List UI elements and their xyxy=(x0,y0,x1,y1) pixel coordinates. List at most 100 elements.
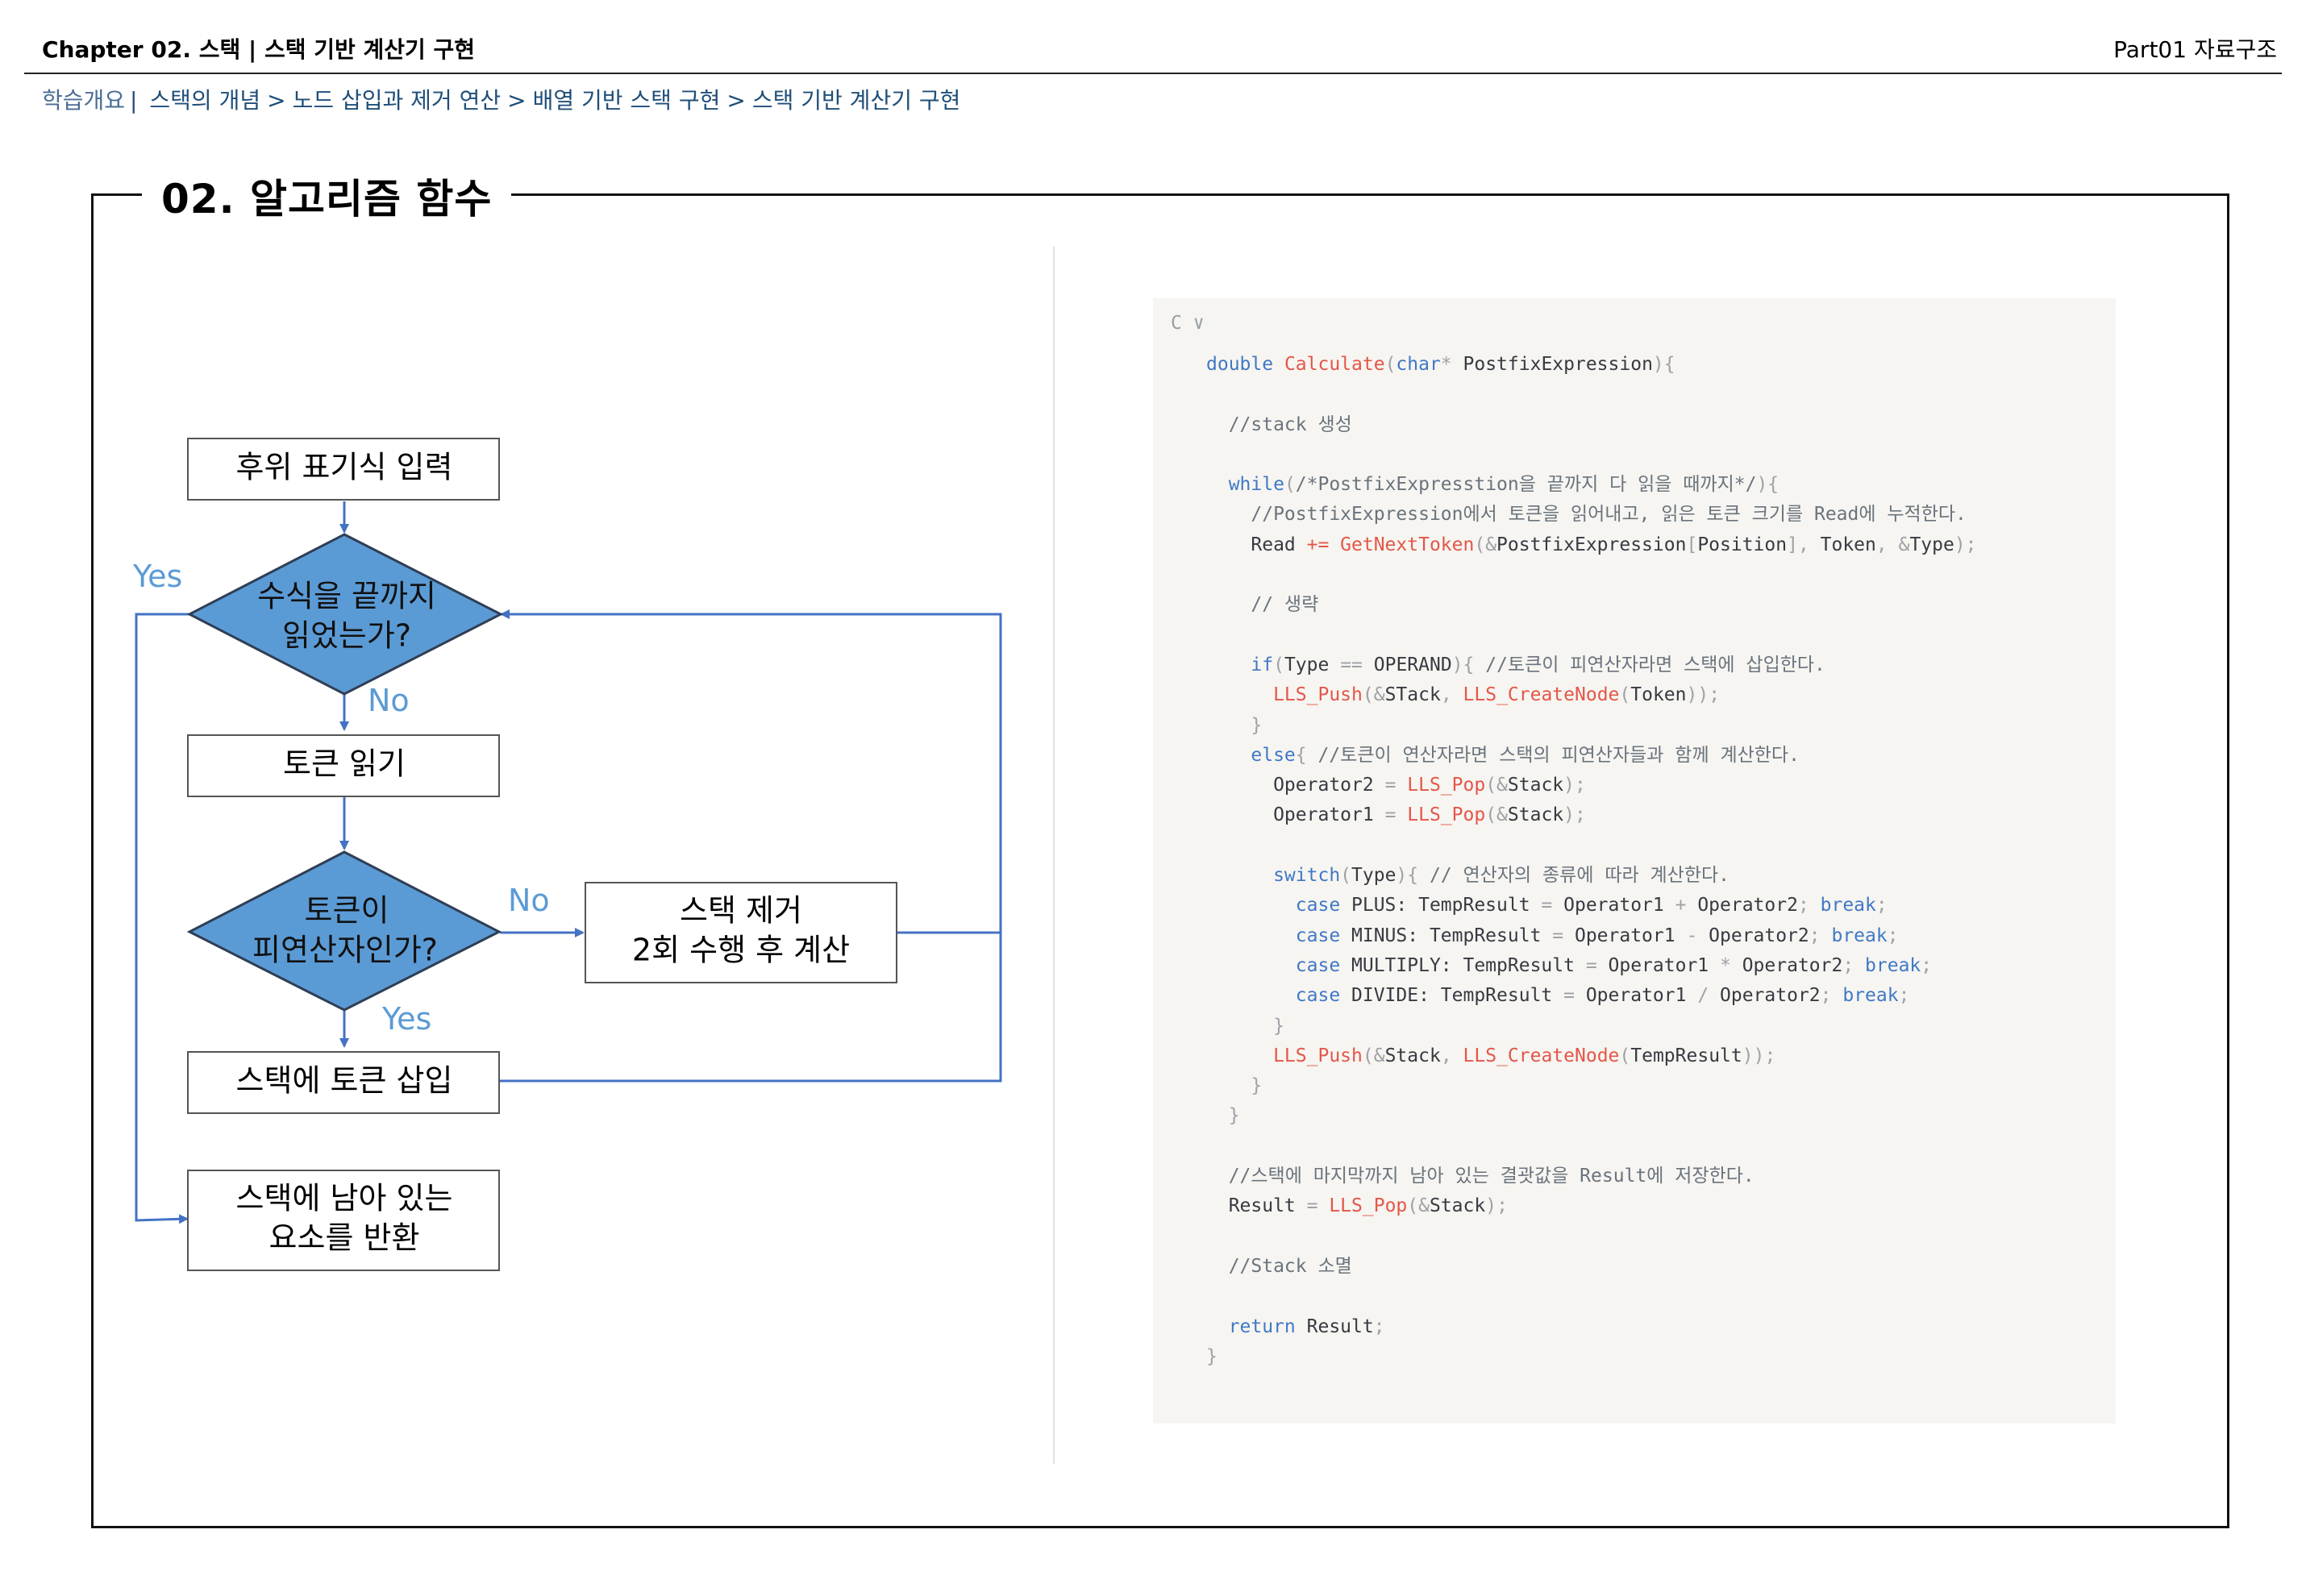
breadcrumb-arrow: > xyxy=(726,87,746,114)
code-listing: double Calculate(char* PostfixExpression… xyxy=(1206,350,1977,1372)
node-return-line1: 스택에 남아 있는 xyxy=(236,1181,453,1216)
code-token: ( xyxy=(1619,1045,1631,1066)
code-line: case DIVIDE: TempResult = Operator1 / Op… xyxy=(1206,981,1977,1011)
code-line: Read += GetNextToken(&PostfixExpression[… xyxy=(1206,530,1976,560)
code-token: Operator2 xyxy=(1697,895,1798,916)
breadcrumb-item-array-stack[interactable]: 배열 기반 스택 구현 xyxy=(532,87,721,114)
code-token: Read xyxy=(1206,534,1307,555)
code-token: ; xyxy=(1820,985,1843,1007)
code-token: (& xyxy=(1362,684,1385,706)
breadcrumb-arrow: > xyxy=(267,87,286,114)
breadcrumb-item-node-ops[interactable]: 노드 삽입과 제거 연산 xyxy=(292,87,502,114)
code-line xyxy=(1206,1282,1977,1311)
code-token: ( xyxy=(1384,354,1397,375)
code-token: break xyxy=(1820,895,1876,916)
code-token: ){ xyxy=(1652,354,1675,375)
label-no-operand: No xyxy=(508,883,550,918)
breadcrumb-item-calculator[interactable]: 스택 기반 계산기 구현 xyxy=(751,87,961,114)
code-token: - xyxy=(1686,925,1709,946)
code-line: Operator2 = LLS_Pop(&Stack); xyxy=(1206,771,1977,800)
breadcrumb-item-stack-concept[interactable]: 스택의 개념 xyxy=(149,87,261,114)
code-line xyxy=(1206,380,1977,409)
code-token: //PostfixExpression에서 토큰을 읽어내고, 읽은 토큰 크기… xyxy=(1206,504,1967,526)
code-token: if xyxy=(1206,654,1274,675)
code-token: ; xyxy=(1875,895,1888,916)
code-token: { xyxy=(1463,654,1486,675)
code-line: else{ //토큰이 연산자라면 스택의 피연산자들과 함께 계산한다. xyxy=(1206,741,1977,771)
code-token: case xyxy=(1206,954,1352,976)
code-line: // 생략 xyxy=(1206,590,1977,620)
code-line: case MINUS: TempResult = Operator1 - Ope… xyxy=(1206,921,1977,951)
code-token: ) xyxy=(1451,654,1463,675)
code-token: (& xyxy=(1407,1195,1430,1217)
code-token: /*PostfixExpresstion을 끝까지 다 읽을 때까지*/ xyxy=(1295,474,1757,496)
code-token: { xyxy=(1407,865,1430,887)
code-token: Operator2 xyxy=(1709,925,1809,946)
code-line xyxy=(1206,831,1977,861)
decision-end-line2: 읽었는가? xyxy=(282,618,411,654)
code-token: Type xyxy=(1284,654,1341,675)
code-token: case xyxy=(1206,985,1352,1007)
code-block: C ∨ double Calculate(char* PostfixExpres… xyxy=(1153,298,2116,1424)
code-language-selector[interactable]: C ∨ xyxy=(1171,313,1205,334)
code-token: case xyxy=(1206,895,1352,916)
code-token: Calculate xyxy=(1284,354,1385,375)
algorithm-flowchart: 후위 표기식 입력 토큰 읽기 스택 제거 2회 수행 후 계산 스택에 토큰 … xyxy=(132,438,1002,1271)
code-token: (& xyxy=(1474,534,1497,555)
code-token: } xyxy=(1206,1345,1218,1367)
code-token: , xyxy=(1440,684,1463,706)
node-return-line2: 요소를 반환 xyxy=(269,1220,420,1256)
code-token: } xyxy=(1206,1075,1263,1097)
code-token: ( xyxy=(1273,654,1284,675)
decision-operand-line1: 토큰이 xyxy=(305,893,389,929)
label-yes-operand: Yes xyxy=(381,1001,431,1037)
header-divider xyxy=(24,73,2282,74)
chapter-title: Chapter 02. 스택 | 스택 기반 계산기 구현 xyxy=(42,36,476,63)
code-token: LLS_CreateNode xyxy=(1463,684,1620,706)
code-token: LLS_CreateNode xyxy=(1463,1045,1620,1066)
code-token: ) xyxy=(1396,865,1408,887)
node-input-label: 후위 표기식 입력 xyxy=(236,450,453,485)
code-token: //토큰이 피연산자라면 스택에 삽입한다. xyxy=(1485,654,1825,675)
code-token: LLS_Pop xyxy=(1407,775,1486,796)
code-token: Operator1 xyxy=(1563,895,1675,916)
code-line: //스택에 마지막까지 남아 있는 결괏값을 Result에 저장한다. xyxy=(1206,1162,1977,1191)
code-token: ; xyxy=(1898,985,1910,1007)
code-token: } xyxy=(1206,1105,1240,1127)
code-token: MINUS: TempResult xyxy=(1351,925,1553,946)
code-token: , xyxy=(1440,1045,1463,1066)
code-token: )); xyxy=(1742,1045,1776,1066)
code-token: = xyxy=(1585,954,1609,976)
code-line: } xyxy=(1206,1071,1977,1101)
code-token: LLS_Push xyxy=(1206,1045,1363,1066)
code-token: (& xyxy=(1485,804,1508,826)
code-token: Operator2 xyxy=(1720,985,1821,1007)
node-pop-calc xyxy=(585,882,897,983)
breadcrumb-intro: 학습개요 xyxy=(42,87,126,114)
code-line: LLS_Push(&STack, LLS_CreateNode(Token)); xyxy=(1206,680,1977,710)
code-token: * xyxy=(1440,354,1463,375)
code-token: //스택에 마지막까지 남아 있는 결괏값을 Result에 저장한다. xyxy=(1206,1166,1754,1187)
decision-end-line1: 수식을 끝까지 xyxy=(257,579,436,614)
code-line: } xyxy=(1206,1101,1977,1131)
code-token: ); xyxy=(1563,804,1586,826)
code-token: ; xyxy=(1887,925,1899,946)
node-return xyxy=(187,1170,500,1271)
code-token: )); xyxy=(1686,684,1721,706)
code-token: return xyxy=(1206,1315,1307,1337)
code-token: + xyxy=(1675,895,1698,916)
code-token: = xyxy=(1306,1195,1330,1217)
code-token: ], xyxy=(1787,534,1821,555)
code-line: case PLUS: TempResult = Operator1 + Oper… xyxy=(1206,891,1977,921)
breadcrumb-arrow: > xyxy=(507,87,527,114)
code-line: //PostfixExpression에서 토큰을 읽어내고, 읽은 토큰 크기… xyxy=(1206,500,1977,530)
label-yes-end: Yes xyxy=(132,559,182,594)
code-line: if(Type == OPERAND){ //토큰이 피연산자라면 스택에 삽입… xyxy=(1206,650,1977,680)
decision-operand-line2: 피연산자인가? xyxy=(252,933,438,968)
code-line: //Stack 소멸 xyxy=(1206,1252,1977,1282)
code-token: // 생략 xyxy=(1206,594,1319,616)
code-line: } xyxy=(1206,711,1977,741)
code-token: Token xyxy=(1820,534,1876,555)
code-token: PLUS: TempResult xyxy=(1351,895,1542,916)
code-token: ( xyxy=(1284,474,1296,496)
